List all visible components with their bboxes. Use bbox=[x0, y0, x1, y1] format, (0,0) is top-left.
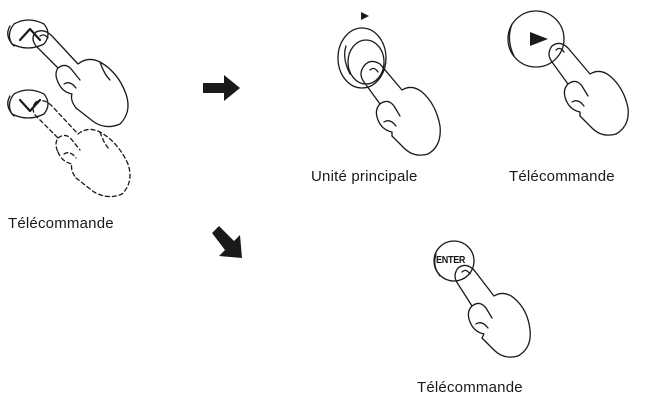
down-button bbox=[7, 89, 49, 119]
up-button bbox=[7, 19, 49, 49]
enter-button-label: ENTER bbox=[436, 255, 466, 266]
play-icon bbox=[361, 12, 369, 20]
chevron-down-icon bbox=[18, 98, 42, 113]
caption-right-remote: Télécommande bbox=[509, 168, 615, 185]
caption-left-remote: Télécommande bbox=[8, 215, 114, 232]
hand-pressing-enter bbox=[454, 264, 531, 358]
caption-bottom-remote: Télécommande bbox=[417, 379, 523, 396]
hand-pressing-remote-play bbox=[548, 42, 629, 136]
play-icon bbox=[530, 32, 548, 46]
enter-button bbox=[433, 240, 475, 282]
remote-play-button bbox=[507, 10, 565, 68]
hand-pressing-down bbox=[32, 100, 131, 198]
hand-pressing-up bbox=[32, 30, 129, 128]
main-unit-play-button bbox=[337, 12, 387, 89]
arrow-down-right-icon bbox=[212, 226, 242, 258]
arrow-right-icon bbox=[203, 75, 240, 101]
hand-pressing-main-unit bbox=[360, 60, 441, 156]
chevron-up-icon bbox=[18, 27, 42, 42]
caption-main-unit: Unité principale bbox=[311, 168, 418, 185]
